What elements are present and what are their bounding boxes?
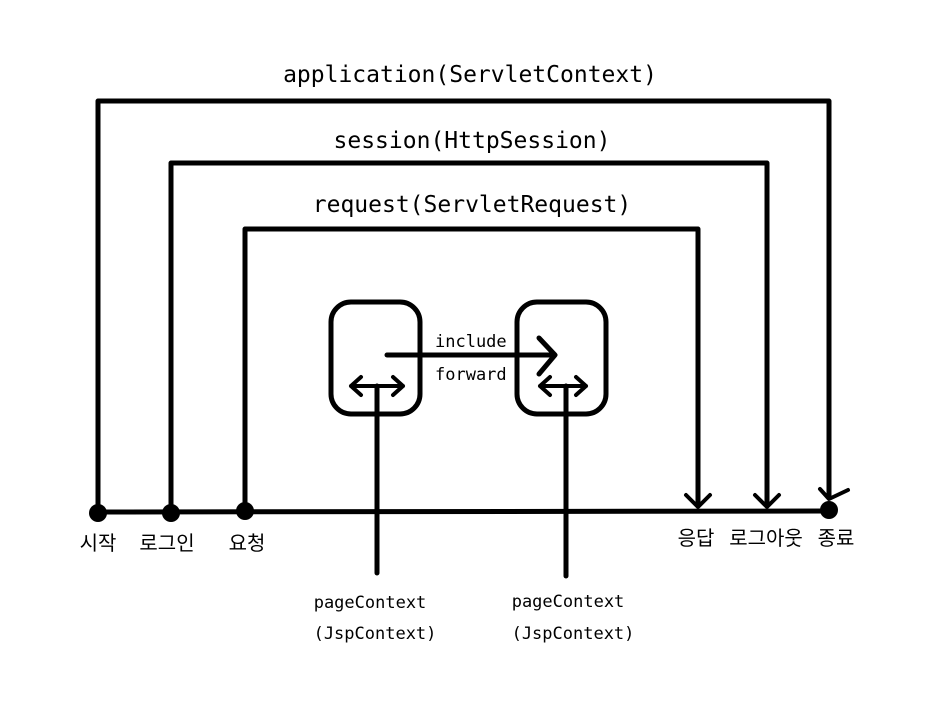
event-end-label: 종료: [818, 526, 855, 550]
session-scope-label: session(HttpSession): [334, 128, 611, 154]
page-context-right-type: (JspContext): [512, 624, 635, 644]
session-end-arrowhead: [753, 493, 781, 509]
include-label: include: [435, 332, 507, 352]
timeline-start-dot: [89, 504, 107, 522]
request-scope-label: request(ServletRequest): [313, 192, 632, 218]
event-start-label: 시작: [80, 531, 117, 555]
application-scope-bracket: [95, 98, 832, 515]
event-login-label: 로그인: [139, 531, 194, 555]
timeline-request-dot: [236, 502, 254, 520]
application-end-arrowhead: [818, 487, 850, 501]
event-request-label: 요청: [229, 531, 266, 555]
include-forward-arrowhead: [536, 335, 558, 377]
double-arrow-right-icon: [538, 375, 588, 397]
request-scope-bracket: [242, 226, 701, 515]
event-logout-label: 로그아웃: [729, 526, 803, 550]
forward-label: forward: [435, 365, 507, 385]
timeline-axis: [95, 508, 832, 515]
event-response-label: 응답: [678, 526, 715, 550]
application-scope-label: application(ServletContext): [283, 62, 657, 88]
request-end-arrowhead: [684, 493, 712, 509]
page-box-right: [514, 299, 609, 417]
page-context-left-name: pageContext: [314, 593, 427, 613]
timeline-login-dot: [162, 504, 180, 522]
session-scope-bracket: [168, 160, 770, 515]
page-context-right-name: pageContext: [512, 592, 625, 612]
timeline-end-dot: [820, 501, 838, 519]
page-context-left-type: (JspContext): [314, 624, 437, 644]
